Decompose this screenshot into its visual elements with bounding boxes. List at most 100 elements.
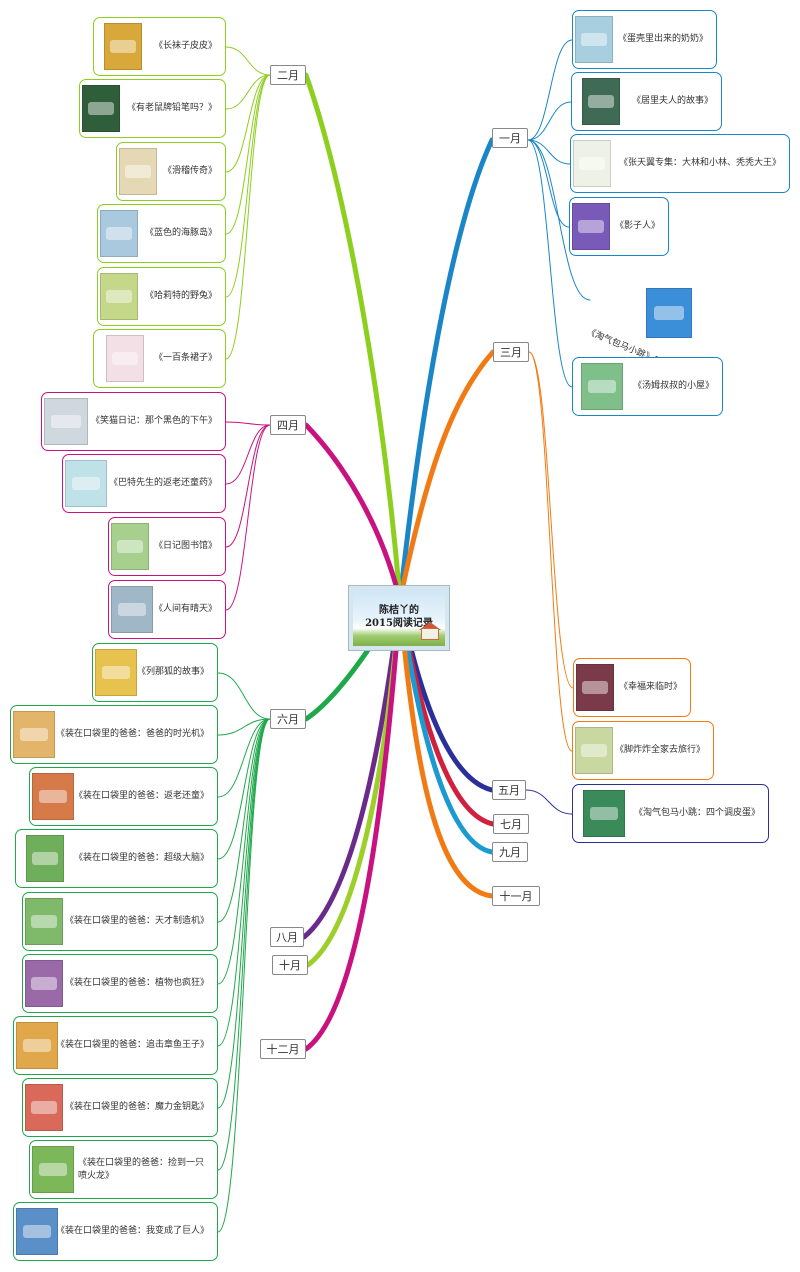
book-title: 《装在口袋里的爸爸：追击章鱼王子》	[55, 1040, 209, 1050]
book-title: 《装在口袋里的爸爸：魔力金钥匙》	[64, 1102, 209, 1112]
book-title: 《装在口袋里的爸爸：植物也疯狂》	[64, 978, 209, 988]
book-title: 《影子人》	[614, 221, 660, 231]
month-node-october[interactable]: 十月	[272, 955, 308, 975]
book-card[interactable]: 《居里夫人的故事》	[571, 72, 722, 131]
book-card[interactable]: 《蛋壳里出来的奶奶》	[572, 10, 717, 69]
book-card[interactable]: 《脚炸炸全家去旅行》	[572, 721, 714, 780]
branch-apr	[303, 422, 403, 603]
book-cover-icon	[111, 586, 153, 633]
book-card[interactable]: 《长袜子皮皮》	[93, 17, 226, 76]
central-title-line2: 2015阅读记录	[365, 618, 433, 629]
sub-branch-jan	[527, 39, 573, 141]
book-cover-icon	[13, 711, 55, 758]
book-card[interactable]: 《汤姆叔叔的小屋》	[572, 357, 723, 416]
book-cover-icon	[16, 1208, 58, 1255]
book-card[interactable]: 《滑稽传奇》	[116, 142, 226, 201]
branch-mar	[397, 349, 496, 603]
sub-branch-feb	[225, 46, 271, 76]
month-node-june[interactable]: 六月	[270, 709, 306, 729]
month-node-august[interactable]: 八月	[270, 927, 304, 947]
sub-branch-jan	[527, 101, 572, 141]
book-title: 《有老鼠牌铅笔吗？》	[126, 103, 217, 113]
sub-branch-jun	[217, 672, 271, 720]
sub-branch-feb	[225, 74, 271, 360]
book-card[interactable]: 《装在口袋里的爸爸：超级大脑》	[15, 829, 218, 888]
book-title: 《张天翼专集：大林和小林、秃秃大王》	[618, 158, 781, 168]
book-card[interactable]: 《装在口袋里的爸爸：魔力金钥匙》	[22, 1078, 218, 1137]
book-card[interactable]: 《装在口袋里的爸爸：捡到一只喷火龙》	[29, 1140, 218, 1199]
book-cover-icon	[106, 335, 144, 382]
book-cover-icon	[104, 23, 142, 70]
book-cover-icon	[25, 960, 63, 1007]
book-card[interactable]: 《列那狐的故事》	[92, 643, 218, 702]
book-card[interactable]: 《笑猫日记：那个黑色的下午》	[41, 392, 226, 451]
book-cover-icon	[573, 140, 611, 187]
book-card[interactable]: 《哈莉特的野兔》	[97, 267, 226, 326]
sub-branch-jan	[527, 139, 591, 301]
month-node-july[interactable]: 七月	[493, 814, 529, 834]
book-card[interactable]: 《蓝色的海豚岛》	[97, 204, 226, 263]
book-card[interactable]: 《日记图书馆》	[108, 517, 226, 576]
book-card[interactable]: 《装在口袋里的爸爸：爸爸的时光机》	[10, 705, 218, 764]
sub-branch-feb	[225, 74, 271, 298]
book-title: 《笑猫日记：那个黑色的下午》	[90, 416, 217, 426]
book-title: 《脚炸炸全家去旅行》	[614, 745, 705, 755]
book-card[interactable]: 《装在口袋里的爸爸：追击章鱼王子》	[13, 1016, 218, 1075]
book-card[interactable]: 《有老鼠牌铅笔吗？》	[79, 79, 226, 138]
branch-dec	[303, 597, 403, 1052]
sub-branch-jun	[217, 718, 271, 1109]
book-cover-icon	[583, 790, 625, 837]
sub-branch-jun	[217, 718, 271, 1233]
month-node-january[interactable]: 一月	[492, 128, 528, 148]
book-cover-icon	[100, 210, 138, 257]
book-card[interactable]: 《张天翼专集：大林和小林、秃秃大王》	[570, 134, 790, 193]
book-cover-icon	[44, 398, 88, 445]
sub-branch-jun	[217, 718, 271, 860]
book-card[interactable]: 《装在口袋里的爸爸：植物也疯狂》	[22, 954, 218, 1013]
book-title: 《居里夫人的故事》	[631, 96, 713, 106]
sub-branch-feb	[225, 74, 271, 235]
book-title: 《装在口袋里的爸爸：爸爸的时光机》	[55, 729, 209, 739]
month-node-november[interactable]: 十一月	[492, 886, 540, 906]
book-title: 《长袜子皮皮》	[153, 41, 217, 51]
book-card[interactable]: 《一百条裙子》	[93, 329, 226, 388]
book-card[interactable]: 《淘气包马小跳：四个调皮蛋》	[572, 784, 769, 843]
month-node-february[interactable]: 二月	[270, 65, 306, 85]
book-card-rotated[interactable]: 《淘气包马小跳》1-2上半月）	[585, 280, 740, 384]
book-cover-icon	[16, 1022, 58, 1069]
sub-branch-apr	[225, 424, 271, 548]
book-cover-icon	[576, 664, 614, 711]
book-cover-icon	[575, 16, 613, 63]
branch-jan	[397, 137, 495, 603]
book-title: 《装在口袋里的爸爸：我变成了巨人》	[55, 1226, 209, 1236]
branch-aug	[301, 597, 403, 940]
book-card[interactable]: 《幸福来临时》	[573, 658, 691, 717]
month-node-september[interactable]: 九月	[492, 842, 528, 862]
book-cover-icon	[646, 288, 692, 338]
book-cover-icon	[119, 148, 157, 195]
sub-branch-jun	[217, 718, 271, 798]
sub-branch-jun	[217, 718, 271, 985]
branch-oct	[305, 597, 403, 968]
branch-sep	[397, 597, 495, 855]
book-card[interactable]: 《人间有晴天》	[108, 580, 226, 639]
house-icon	[421, 628, 439, 640]
month-node-march[interactable]: 三月	[493, 342, 529, 362]
sub-branch-jan	[527, 139, 573, 388]
month-node-december[interactable]: 十二月	[260, 1039, 306, 1059]
branch-feb	[303, 72, 403, 603]
month-node-april[interactable]: 四月	[270, 415, 306, 435]
sub-branch-may	[525, 789, 573, 815]
month-node-may[interactable]: 五月	[492, 780, 526, 800]
book-card[interactable]: 《装在口袋里的爸爸：我变成了巨人》	[13, 1202, 218, 1261]
book-card[interactable]: 《装在口袋里的爸爸：返老还童》	[29, 767, 218, 826]
branch-nov	[397, 597, 495, 899]
book-card[interactable]: 《巴特先生的返老还童药》	[62, 454, 226, 513]
book-card[interactable]: 《影子人》	[569, 197, 669, 256]
book-cover-icon	[65, 460, 107, 507]
sub-branch-jun	[217, 718, 271, 1171]
central-topic[interactable]: 陈桔丫的 2015阅读记录	[348, 585, 450, 651]
book-cover-icon	[26, 835, 64, 882]
book-title: 《人间有晴天》	[153, 604, 217, 614]
book-card[interactable]: 《装在口袋里的爸爸：天才制造机》	[22, 892, 218, 951]
